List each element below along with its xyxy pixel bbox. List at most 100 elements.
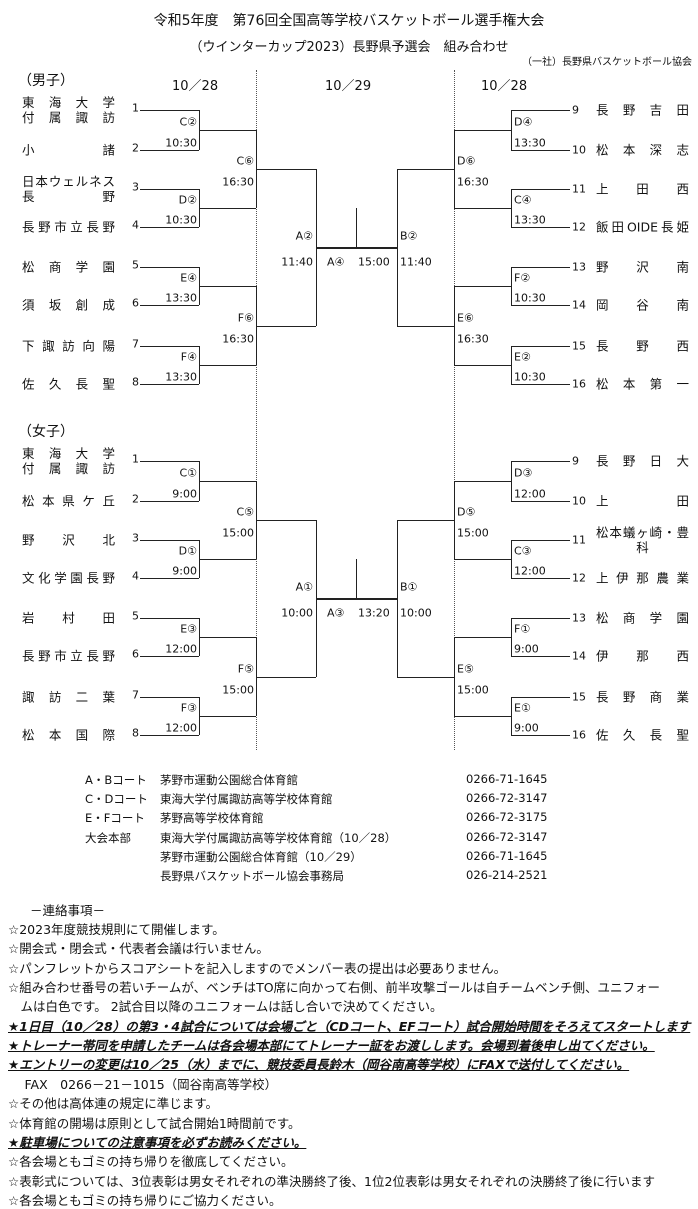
team-line xyxy=(511,305,570,307)
seed-number: 5 xyxy=(132,258,139,272)
seed-number: 5 xyxy=(132,609,139,623)
team-name: 長野日大 xyxy=(596,454,689,469)
seed-number: 12 xyxy=(572,571,586,585)
match-court: E③ xyxy=(180,622,197,636)
final-time: 15:00 xyxy=(358,255,390,269)
team-line xyxy=(140,384,199,386)
venue-name: 茅野市運動公園総合体育館 xyxy=(160,773,298,787)
match-connector xyxy=(199,130,256,132)
team-name-line: 東海大学 xyxy=(22,446,115,461)
seed-number: 13 xyxy=(572,611,586,625)
team-line xyxy=(140,305,199,307)
match-time: 12:00 xyxy=(165,642,197,656)
venue-name: 長野県バスケットボール協会事務局 xyxy=(160,869,344,883)
match-time: 16:30 xyxy=(222,332,254,345)
match-connector xyxy=(397,169,399,326)
match-court: D⑤ xyxy=(457,505,476,519)
match-court: F⑤ xyxy=(237,662,254,675)
match-connector xyxy=(256,169,316,171)
team-name-line: 佐久長聖 xyxy=(596,727,689,743)
note-item: FAX 0266－21－1015（岡谷南高等学校） xyxy=(8,1076,278,1092)
match-connector xyxy=(199,208,256,210)
match-connector xyxy=(454,716,511,718)
team-name: 伊 那 西 xyxy=(596,649,689,664)
venue-label: C・Dコート xyxy=(85,792,148,807)
team-name-line: 須坂創成 xyxy=(22,297,115,313)
team-name-line: 松本蟻ヶ崎・豊 xyxy=(596,525,689,540)
match-time: 10:30 xyxy=(165,213,197,227)
date-left: 10／28 xyxy=(172,79,219,94)
match-connector xyxy=(256,520,316,522)
venue-name: 茅野市運動公園総合体育館（10／29） xyxy=(160,849,362,864)
match-court: C⑤ xyxy=(236,505,254,519)
team-line xyxy=(511,189,570,191)
semifinal-time: 10:00 xyxy=(400,606,432,620)
match-connector xyxy=(511,618,513,656)
team-name-line: 岡 谷 南 xyxy=(596,297,689,313)
team-line xyxy=(140,656,199,658)
venue-phone: 0266-72-3147 xyxy=(466,829,548,844)
team-name: 佐久長聖 xyxy=(22,377,115,392)
note-item: ☆2023年度競技規則にて開催します。 xyxy=(8,922,225,937)
team-name-line: 長野市立長野 xyxy=(22,219,115,235)
match-court: E⑥ xyxy=(457,311,474,324)
team-name-line: 長野市立長野 xyxy=(22,648,115,664)
team-name: 日本ウェルネス長 野 xyxy=(22,174,115,204)
match-court: D② xyxy=(178,193,197,207)
document-title: 令和5年度 第76回全国高等学校バスケットボール選手権大会 xyxy=(153,13,545,29)
team-line xyxy=(140,501,199,503)
match-connector xyxy=(397,325,454,327)
seed-number: 4 xyxy=(132,569,139,583)
team-line xyxy=(140,189,199,191)
match-time: 9:00 xyxy=(514,721,539,735)
team-name-line: 下諏訪向陽 xyxy=(22,338,115,354)
team-name-line: 松商学園 xyxy=(596,610,689,626)
match-connector xyxy=(454,637,456,716)
venue-phone: 0266-71-1645 xyxy=(466,848,548,863)
match-time: 13:30 xyxy=(165,291,197,305)
note-item: ★駐車場についての注意事項を必ずお読みください。 xyxy=(8,1134,307,1150)
match-connector xyxy=(256,676,316,678)
team-name-line: 伊 那 西 xyxy=(596,648,689,664)
team-name-line: 松本深志 xyxy=(596,142,689,158)
team-name: 岡 谷 南 xyxy=(596,298,689,313)
match-connector xyxy=(199,481,256,483)
match-time: 13:30 xyxy=(514,213,546,227)
match-time: 16:30 xyxy=(457,332,489,345)
match-court: E② xyxy=(514,350,531,364)
venue-label: 大会本部 xyxy=(85,830,131,845)
team-name: 上 田 xyxy=(596,494,689,509)
team-name: 佐久長聖 xyxy=(596,728,689,743)
team-name: 松商学園 xyxy=(596,611,689,626)
seed-number: 1 xyxy=(132,452,139,466)
seed-number: 14 xyxy=(572,298,586,312)
match-time: 15:00 xyxy=(222,683,254,696)
venue-phone: 0266-72-3147 xyxy=(466,791,548,806)
match-time: 10:30 xyxy=(514,370,546,384)
match-time: 12:00 xyxy=(165,721,197,735)
team-name-line: 文化学園長野 xyxy=(22,570,115,586)
team-name-line: 長野日大 xyxy=(596,453,689,469)
seed-number: 15 xyxy=(572,690,586,704)
team-line xyxy=(140,267,199,269)
final-line xyxy=(316,598,397,600)
seed-number: 3 xyxy=(132,180,139,194)
team-line xyxy=(140,578,199,580)
note-item: ☆パンフレットからスコアシートを記入しますのでメンバー表の提出は必要ありません。 xyxy=(8,960,507,976)
final-winner-line xyxy=(356,559,358,599)
match-connector xyxy=(454,208,511,210)
seed-number: 10 xyxy=(572,494,586,508)
match-court: F④ xyxy=(180,350,197,364)
note-item: ムは白色です。 2試合目以降のユニフォームは話し合いで決めてください。 xyxy=(8,999,443,1015)
venue-name: 東海大学付属諏訪高等学校体育館（10／28） xyxy=(160,830,397,845)
match-connector xyxy=(511,189,513,227)
match-connector xyxy=(256,325,316,327)
team-line xyxy=(140,150,199,152)
match-court: D⑥ xyxy=(457,154,476,168)
match-connector xyxy=(454,286,456,365)
team-name-line: 松本県ケ丘 xyxy=(22,493,115,509)
match-time: 16:30 xyxy=(457,175,489,189)
team-line xyxy=(511,110,570,112)
seed-number: 4 xyxy=(132,218,139,232)
match-connector xyxy=(454,481,511,483)
